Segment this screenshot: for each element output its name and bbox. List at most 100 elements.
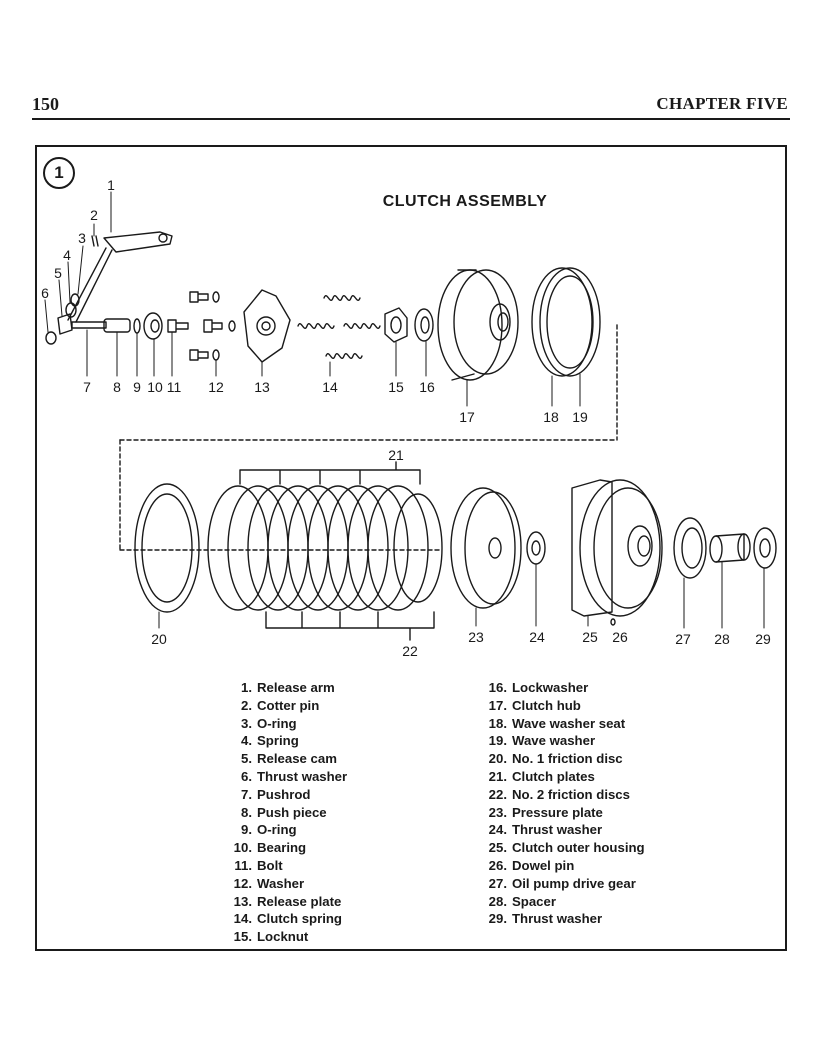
callout-18: 18: [543, 409, 559, 425]
legend-item: 18.Wave washer seat: [488, 715, 626, 731]
clutch-outer-housing-part: [571, 479, 663, 617]
callout-17: 17: [459, 409, 475, 425]
o-ring-9-part: [133, 318, 141, 334]
release-plate-part: [243, 289, 291, 363]
legend-right-column: 16.Lockwasher 17.Clutch hub 18.Wave wash…: [487, 679, 645, 928]
wave-washer-seat-part: [531, 267, 593, 377]
bolt-part: [167, 319, 189, 333]
legend-item: 25.Clutch outer housing: [488, 840, 645, 856]
locknut-part: [384, 307, 408, 343]
callout-23: 23: [468, 629, 484, 645]
cotter-pin-part: [91, 235, 99, 247]
washer-part: [228, 320, 236, 332]
legend-item: 16.Lockwasher: [488, 680, 589, 695]
legend-item: 14.Clutch spring: [233, 911, 342, 927]
assembly-axis-line: [119, 324, 618, 551]
legend-item: 24.Thrust washer: [488, 822, 603, 838]
plates-bracket-top: [239, 461, 421, 485]
callout-7: 7: [83, 379, 91, 395]
callout-8: 8: [113, 379, 121, 395]
lockwasher-part: [414, 308, 434, 342]
legend-item: 1.Release arm: [241, 680, 335, 695]
legend-item: 11.Bolt: [234, 857, 283, 873]
legend-item: 19.Wave washer: [488, 733, 596, 749]
header-rule: [32, 118, 790, 120]
leader-lines: [44, 191, 765, 629]
pressure-plate-part: [450, 487, 522, 609]
callout-14: 14: [322, 379, 338, 395]
washer-part: [212, 291, 220, 303]
clutch-hub-part: [437, 269, 519, 381]
push-piece-part: [103, 318, 131, 333]
legend-item: 17.Clutch hub: [488, 697, 581, 713]
thrust-washer-29-part: [753, 527, 777, 569]
callout-21: 21: [388, 447, 404, 463]
thrust-washer-24-part: [526, 531, 546, 565]
callout-4: 4: [63, 247, 71, 263]
clutch-spring-part: [297, 295, 381, 359]
legend-item: 9.O-ring: [241, 822, 297, 838]
callout-12: 12: [208, 379, 224, 395]
callout-26: 26: [612, 629, 628, 645]
legend-item: 21.Clutch plates: [488, 768, 595, 784]
legend-item: 13.Release plate: [233, 893, 342, 909]
legend-item: 3.O-ring: [241, 715, 297, 731]
figure-frame: [35, 145, 787, 951]
callout-22: 22: [402, 643, 418, 659]
thrust-washer-6-part: [45, 331, 57, 345]
diagram-title: CLUTCH ASSEMBLY: [382, 193, 548, 210]
release-arm-part: [67, 231, 173, 323]
legend-item: 27.Oil pump drive gear: [488, 875, 636, 891]
callout-3: 3: [78, 230, 86, 246]
callout-1: 1: [107, 177, 115, 193]
legend-item: 2.Cotter pin: [241, 697, 320, 713]
bolt-middle-part: [203, 319, 223, 333]
legend-item: 6.Thrust washer: [241, 768, 348, 784]
legend-item: 12.Washer: [233, 875, 305, 891]
legend-item: 10.Bearing: [233, 840, 307, 856]
spacer-part: [709, 533, 751, 563]
bolt-upper-part: [189, 291, 209, 303]
wave-washer-part: [539, 267, 601, 377]
callout-16: 16: [419, 379, 435, 395]
legend-item: 8.Push piece: [241, 804, 327, 820]
legend-item: 26.Dowel pin: [488, 857, 575, 873]
release-cam-part: [57, 313, 73, 335]
figure-number-badge: 1: [43, 157, 75, 189]
bolt-lower-part: [189, 349, 209, 361]
callout-11: 11: [167, 379, 182, 395]
callout-15: 15: [388, 379, 404, 395]
legend-item: 5.Release cam: [241, 751, 337, 767]
legend-item: 22.No. 2 friction discs: [488, 786, 630, 802]
legend-left-column: 1.Release arm 2.Cotter pin 3.O-ring 4.Sp…: [232, 679, 347, 946]
callout-10: 10: [147, 379, 163, 395]
legend-item: 15.Locknut: [233, 929, 309, 945]
callout-28: 28: [714, 631, 730, 647]
clutch-plate-stack-part: [207, 485, 443, 611]
friction-disc-1-part: [134, 483, 200, 613]
page-header: 150 CHAPTER FIVE: [32, 92, 788, 116]
callout-6: 6: [41, 285, 49, 301]
callout-2: 2: [90, 207, 98, 223]
callout-27: 27: [675, 631, 691, 647]
chapter-title: CHAPTER FIVE: [656, 94, 788, 113]
page-number: 150: [32, 94, 59, 114]
dowel-pin-part: [610, 618, 616, 626]
callout-25: 25: [582, 629, 598, 645]
legend-item: 20.No. 1 friction disc: [488, 751, 623, 767]
legend-item: 29.Thrust washer: [488, 911, 603, 927]
callout-20: 20: [151, 631, 167, 647]
callout-29: 29: [755, 631, 771, 647]
bearing-part: [143, 312, 163, 340]
callout-9: 9: [133, 379, 141, 395]
legend-item: 7.Pushrod: [241, 786, 311, 802]
callout-13: 13: [254, 379, 270, 395]
callout-24: 24: [529, 629, 545, 645]
oil-pump-drive-gear-part: [673, 517, 707, 579]
legend-item: 28.Spacer: [488, 893, 556, 909]
washer-part: [212, 349, 220, 361]
pushrod-part: [71, 321, 107, 329]
legend-item: 4.Spring: [241, 733, 299, 749]
plates-bracket-bottom: [265, 611, 435, 641]
